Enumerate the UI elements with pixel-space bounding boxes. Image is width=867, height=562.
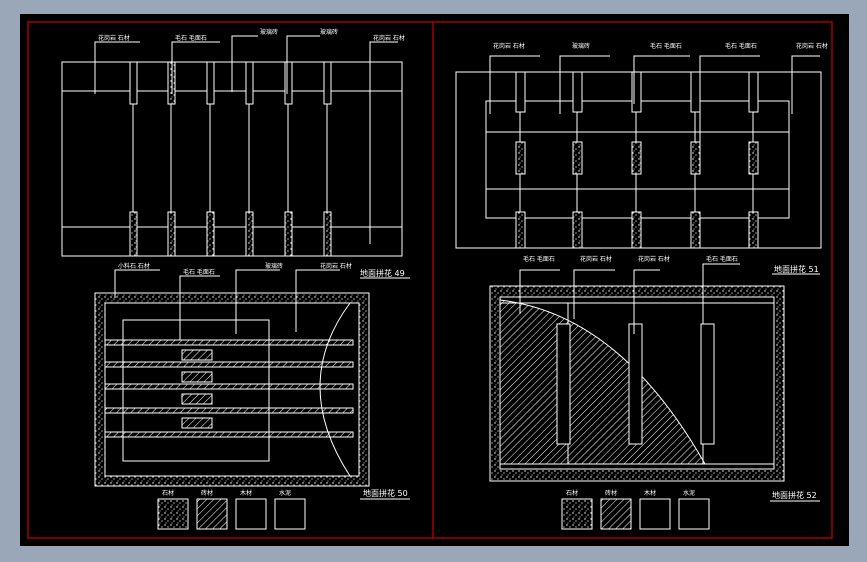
legend-r-1: 石材 [566,489,578,497]
strip-top [206,61,215,105]
strip-bottom [129,211,138,257]
strip-bottom [245,211,254,257]
strip-top [515,71,526,113]
hatched-bar [104,361,354,368]
strip-top [245,61,254,105]
strip-bottom [572,211,583,249]
title-br-52: 地面拼花 52 [772,490,817,500]
hatched-bar [104,339,354,346]
hatched-bar [104,431,354,438]
callout-bl-4: 花岗岩 石材 [320,262,352,270]
hatched-tile [181,417,213,429]
legend-l-1: 石材 [162,489,174,497]
title-bl-49: 地面拼花 49 [360,268,405,278]
legend-l-3: 木材 [240,489,252,497]
hatched-tile [181,393,213,405]
plan-bottom-right: 毛石 毛面石 花岗岩 石材 花岗岩 石材 毛石 毛面石 地面拼花 51 地面拼花… [489,255,820,502]
callout-tl-4: 玻璃砖 [320,28,338,36]
legend-left: 石材 砖材 木材 水泥 [157,489,306,530]
plan-bottom-left: 小料石 石材 毛石 毛面石 玻璃砖 花岗岩 石材 地面拼花 49 地面拼花 50 [94,262,410,500]
callout-tr-5: 花岗岩 石材 [796,42,828,50]
strip-mid [748,141,759,175]
callout-bl-1: 小料石 石材 [118,262,150,270]
legend-l-4: 水泥 [279,489,291,497]
callout-bl-3: 玻璃砖 [265,262,283,270]
callout-br-4: 毛石 毛面石 [706,255,738,263]
callout-br-1: 毛石 毛面石 [523,255,555,263]
cad-drawing-frame: 花岗岩 石材 毛石 毛面石 玻璃砖 玻璃砖 花岗岩 石材 小料石 石材 毛石 毛… [20,14,849,546]
strip-mid [690,141,701,175]
callout-tl-3: 玻璃砖 [260,28,278,36]
strip-top [748,71,759,113]
strip-top [284,61,293,105]
strip-bottom [323,211,332,257]
strip-top [572,71,583,113]
hatched-bar [104,383,354,390]
hatched-tile [181,349,213,361]
legend-r-2: 砖材 [605,489,617,497]
strip-bottom [284,211,293,257]
cad-sheet: 花岗岩 石材 毛石 毛面石 玻璃砖 玻璃砖 花岗岩 石材 小料石 石材 毛石 毛… [27,21,833,539]
callout-bl-2: 毛石 毛面石 [183,268,215,276]
callout-br-2: 花岗岩 石材 [580,255,612,263]
legend-l-2: 砖材 [201,489,213,497]
legend-right: 石材 砖材 木材 水泥 [561,489,710,530]
callout-tr-1: 花岗岩 石材 [493,42,525,50]
title-bl-50: 地面拼花 50 [363,488,408,498]
strip-bottom [515,211,526,249]
strip-mid [631,141,642,175]
callout-tl-1: 花岗岩 石材 [98,34,130,42]
plan-top-left: 花岗岩 石材 毛石 毛面石 玻璃砖 玻璃砖 花岗岩 石材 [61,28,405,257]
hatched-bar [104,407,354,414]
callout-tr-2: 玻璃砖 [572,42,590,50]
callout-br-3: 花岗岩 石材 [638,255,670,263]
callout-tr-4: 毛石 毛面石 [725,42,757,50]
strip-bottom [167,211,176,257]
legend-r-3: 木材 [644,489,656,497]
strip-mid [572,141,583,175]
callout-tr-3: 毛石 毛面石 [650,42,682,50]
strip-bottom [690,211,701,249]
hatched-tile [181,371,213,383]
strip-bottom [631,211,642,249]
strip-top [631,71,642,113]
title-br-51: 地面拼花 51 [774,264,819,274]
strip-top [129,61,138,105]
strip-top [690,71,701,113]
callout-tl-2: 毛石 毛面石 [175,34,207,42]
strip-bottom [748,211,759,249]
strip-bottom [206,211,215,257]
legend-r-4: 水泥 [683,489,695,497]
sheet-border [27,21,833,539]
strip-mid [515,141,526,175]
callout-tl-5: 花岗岩 石材 [373,34,405,42]
strip-top [323,61,332,105]
plan-top-right: 花岗岩 石材 玻璃砖 毛石 毛面石 毛石 毛面石 花岗岩 石材 [455,42,828,249]
